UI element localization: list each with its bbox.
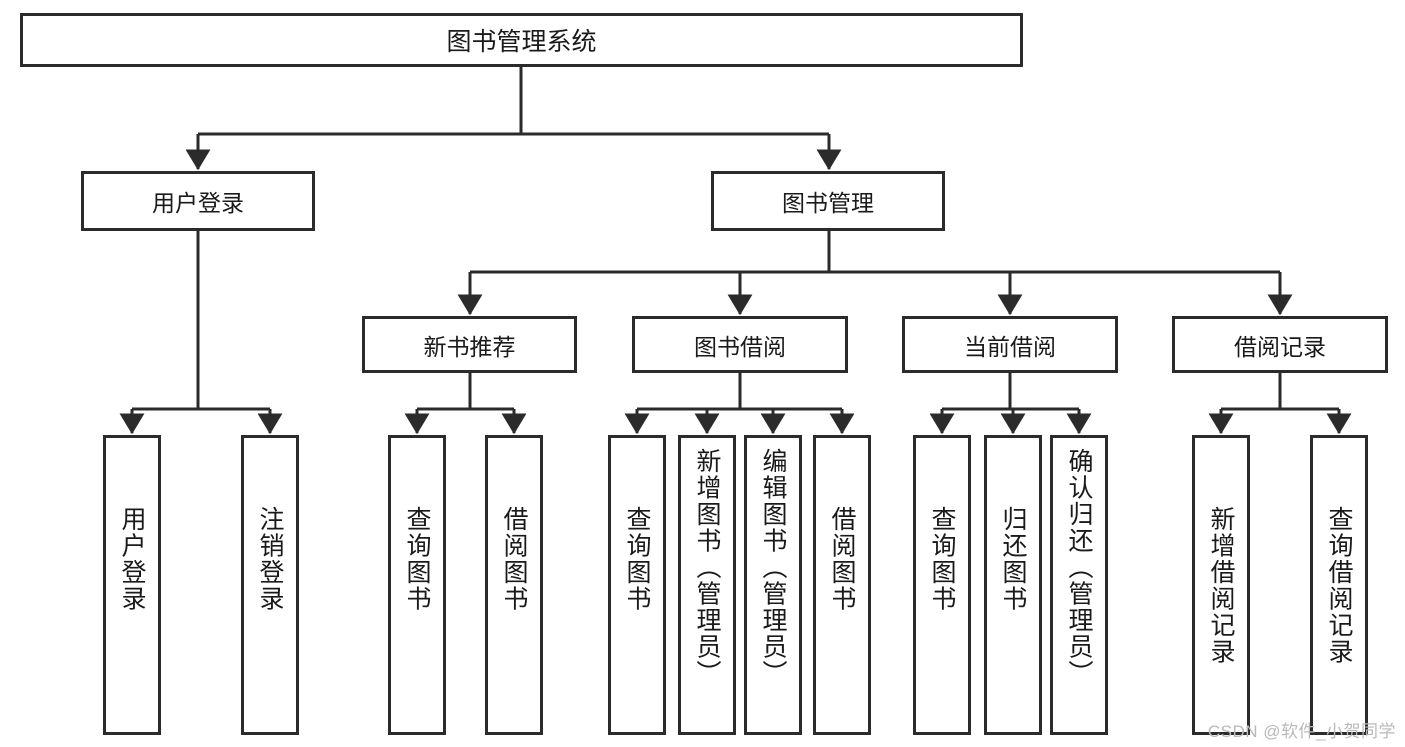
node-level3-new-book-recommend[interactable]: 新书推荐 [362, 316, 577, 373]
node-leaf-borrow-book[interactable]: 借阅图书 [813, 435, 871, 735]
node-leaf-label: 归还图书 [999, 506, 1027, 612]
node-leaf-label: 注销登录 [256, 506, 284, 612]
node-leaf-label: 借阅图书 [828, 506, 856, 612]
node-leaf-label: 查询图书 [623, 506, 651, 612]
node-leaf-borrow-book-recommend[interactable]: 借阅图书 [485, 435, 543, 735]
node-leaf-label: 查询借阅记录 [1325, 506, 1353, 665]
node-leaf-return-book[interactable]: 归还图书 [984, 435, 1042, 735]
node-leaf-add-borrow-record[interactable]: 新增借阅记录 [1192, 435, 1250, 735]
node-level2-user-login[interactable]: 用户登录 [81, 171, 315, 231]
node-leaf-query-book-current[interactable]: 查询图书 [913, 435, 971, 735]
node-leaf-logout[interactable]: 注销登录 [241, 435, 299, 735]
node-leaf-add-book-admin[interactable]: 新增图书（管理员） [678, 435, 736, 735]
node-leaf-label: 查询图书 [403, 506, 431, 612]
node-leaf-edit-book-admin[interactable]: 编辑图书（管理员） [744, 435, 802, 735]
node-leaf-label: 查询图书 [928, 506, 956, 612]
node-root[interactable]: 图书管理系统 [20, 13, 1023, 67]
node-level3-book-borrow[interactable]: 图书借阅 [632, 316, 848, 373]
node-level2-book-management[interactable]: 图书管理 [711, 171, 945, 231]
node-leaf-query-book-borrow[interactable]: 查询图书 [608, 435, 666, 735]
node-leaf-query-borrow-record[interactable]: 查询借阅记录 [1310, 435, 1368, 735]
csdn-watermark: CSDN @软件_小贺同学 [1207, 722, 1396, 741]
node-leaf-label: 新增借阅记录 [1207, 506, 1235, 665]
node-leaf-query-book-recommend[interactable]: 查询图书 [388, 435, 446, 735]
node-leaf-label: 用户登录 [118, 506, 146, 612]
node-leaf-label: 借阅图书 [500, 506, 528, 612]
node-level3-current-borrow[interactable]: 当前借阅 [902, 316, 1118, 373]
node-leaf-label: 编辑图书（管理员） [759, 448, 787, 687]
node-leaf-label: 新增图书（管理员） [693, 448, 721, 687]
node-leaf-label: 确认归还（管理员） [1065, 448, 1093, 687]
node-leaf-confirm-return-admin[interactable]: 确认归还（管理员） [1050, 435, 1108, 735]
node-leaf-user-login[interactable]: 用户登录 [103, 435, 161, 735]
node-level3-borrow-records[interactable]: 借阅记录 [1172, 316, 1388, 373]
